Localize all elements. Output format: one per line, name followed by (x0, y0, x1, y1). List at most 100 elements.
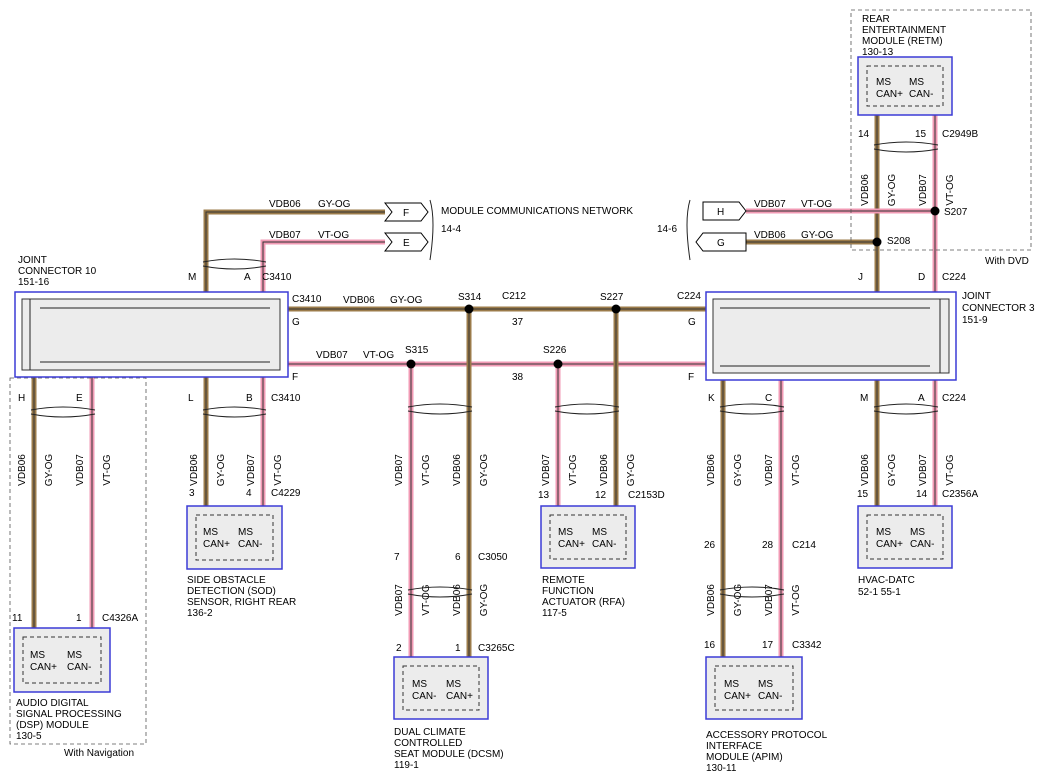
splice-s208 (872, 237, 882, 247)
svg-text:J: J (858, 272, 863, 283)
retm-l2: ENTERTAINMENT (862, 25, 946, 36)
sod-l2: DETECTION (SOD) (187, 586, 276, 597)
dcsm-l3: SEAT MODULE (DCSM) (394, 749, 504, 760)
svg-text:A: A (918, 393, 925, 404)
svg-text:17: 17 (762, 640, 774, 651)
svg-text:14: 14 (916, 489, 928, 500)
flag-e: E (383, 232, 429, 252)
splice-dots (30, 141, 940, 598)
wire-label-vt-og: VT-OG (945, 174, 956, 205)
svg-text:S314: S314 (458, 292, 482, 303)
wire-label-vdb07: VDB07 (394, 584, 405, 616)
flag-g: G (695, 232, 747, 252)
wire-label-gy-og: GY-OG (479, 454, 490, 487)
svg-text:E: E (76, 393, 83, 404)
retm-l3: MODULE (RETM) (862, 36, 943, 47)
svg-text:C3265C: C3265C (478, 643, 515, 654)
svg-text:C3410: C3410 (292, 294, 322, 305)
dcsm-l1: DUAL CLIMATE (394, 727, 466, 738)
apim-ref: 130-11 (706, 763, 737, 774)
with-dvd-label: With DVD (985, 256, 1029, 267)
svg-text:CAN+: CAN+ (446, 691, 473, 702)
svg-text:MS: MS (592, 527, 607, 538)
svg-text:CAN+: CAN+ (724, 691, 751, 702)
flag-f: F (383, 202, 429, 222)
splice-s314 (464, 304, 474, 314)
svg-text:28: 28 (762, 540, 774, 551)
dsp-l2: SIGNAL PROCESSING (16, 709, 122, 720)
wire-label-vt-og: VT-OG (945, 454, 956, 485)
wire-label-vt-og: VT-OG (273, 454, 284, 485)
wire-label-gy-og: GY-OG (626, 454, 637, 487)
svg-text:S208: S208 (887, 236, 911, 247)
dsp-l1: AUDIO DIGITAL (16, 698, 89, 709)
svg-text:1: 1 (76, 613, 82, 624)
svg-text:CAN+: CAN+ (203, 539, 230, 550)
svg-text:15: 15 (857, 489, 869, 500)
svg-text:MS: MS (876, 77, 891, 88)
joint-connector-3: JOINT CONNECTOR 3 151-9 (705, 291, 1035, 381)
svg-text:C224: C224 (942, 393, 966, 404)
svg-text:MS: MS (412, 679, 427, 690)
jc10-ref: 151-16 (18, 277, 50, 288)
rfa-l1: REMOTE (542, 575, 585, 586)
svg-text:VDB07: VDB07 (754, 199, 786, 210)
twisted-pair-marker (554, 403, 620, 415)
svg-text:MS: MS (876, 527, 891, 538)
twisted-pair-marker (873, 403, 939, 415)
svg-text:15: 15 (915, 129, 927, 140)
wire-label-gy-og: GY-OG (887, 454, 898, 487)
svg-text:C224: C224 (677, 291, 701, 302)
apim-l3: MODULE (APIM) (706, 752, 783, 763)
retm-l1: REAR (862, 14, 890, 25)
svg-text:11: 11 (12, 613, 23, 624)
retm-ref: 130-13 (862, 47, 894, 58)
hvac-ref: 52-1 55-1 (858, 587, 901, 598)
wire-label-vdb07: VDB07 (541, 454, 552, 486)
wire-label-vdb07: VDB07 (764, 454, 775, 486)
svg-text:CAN-: CAN- (910, 539, 934, 550)
svg-text:12: 12 (595, 490, 607, 501)
splice-s207 (930, 206, 940, 216)
svg-text:CAN+: CAN+ (876, 89, 903, 100)
wire-label-vdb06: VDB06 (706, 454, 717, 486)
svg-text:F: F (403, 208, 409, 219)
dcsm-l2: CONTROLLED (394, 738, 462, 749)
wire-label-vdb07: VDB07 (246, 454, 257, 486)
wire-label-vt-og: VT-OG (421, 584, 432, 615)
svg-text:M: M (860, 393, 868, 404)
svg-text:C3342: C3342 (792, 640, 822, 651)
wire-label-vt-og: VT-OG (791, 454, 802, 485)
svg-text:13: 13 (538, 490, 550, 501)
svg-text:S227: S227 (600, 292, 624, 303)
svg-text:VT-OG: VT-OG (801, 199, 832, 210)
wire-label-vt-og: VT-OG (102, 454, 113, 485)
wire-label-vdb06: VDB06 (452, 584, 463, 616)
svg-text:6: 6 (455, 552, 461, 563)
jc3-title-l1: JOINT (962, 291, 991, 302)
svg-text:GY-OG: GY-OG (390, 295, 423, 306)
wire-label-vt-og: VT-OG (791, 584, 802, 615)
svg-text:2: 2 (396, 643, 402, 654)
rfa-ref: 117-5 (542, 608, 567, 619)
wire-label-vdb06: VDB06 (860, 174, 871, 206)
svg-text:14: 14 (858, 129, 870, 140)
svg-text:G: G (717, 238, 725, 249)
svg-text:MS: MS (67, 650, 82, 661)
svg-text:VDB06: VDB06 (754, 230, 786, 241)
wire-label-vdb06: VDB06 (189, 454, 200, 486)
svg-text:E: E (403, 238, 410, 249)
svg-text:S226: S226 (543, 345, 567, 356)
joint-connector-10: JOINT CONNECTOR 10 151-16 (14, 255, 289, 378)
svg-text:C224: C224 (942, 272, 966, 283)
svg-text:MS: MS (758, 679, 773, 690)
svg-text:MS: MS (446, 679, 461, 690)
